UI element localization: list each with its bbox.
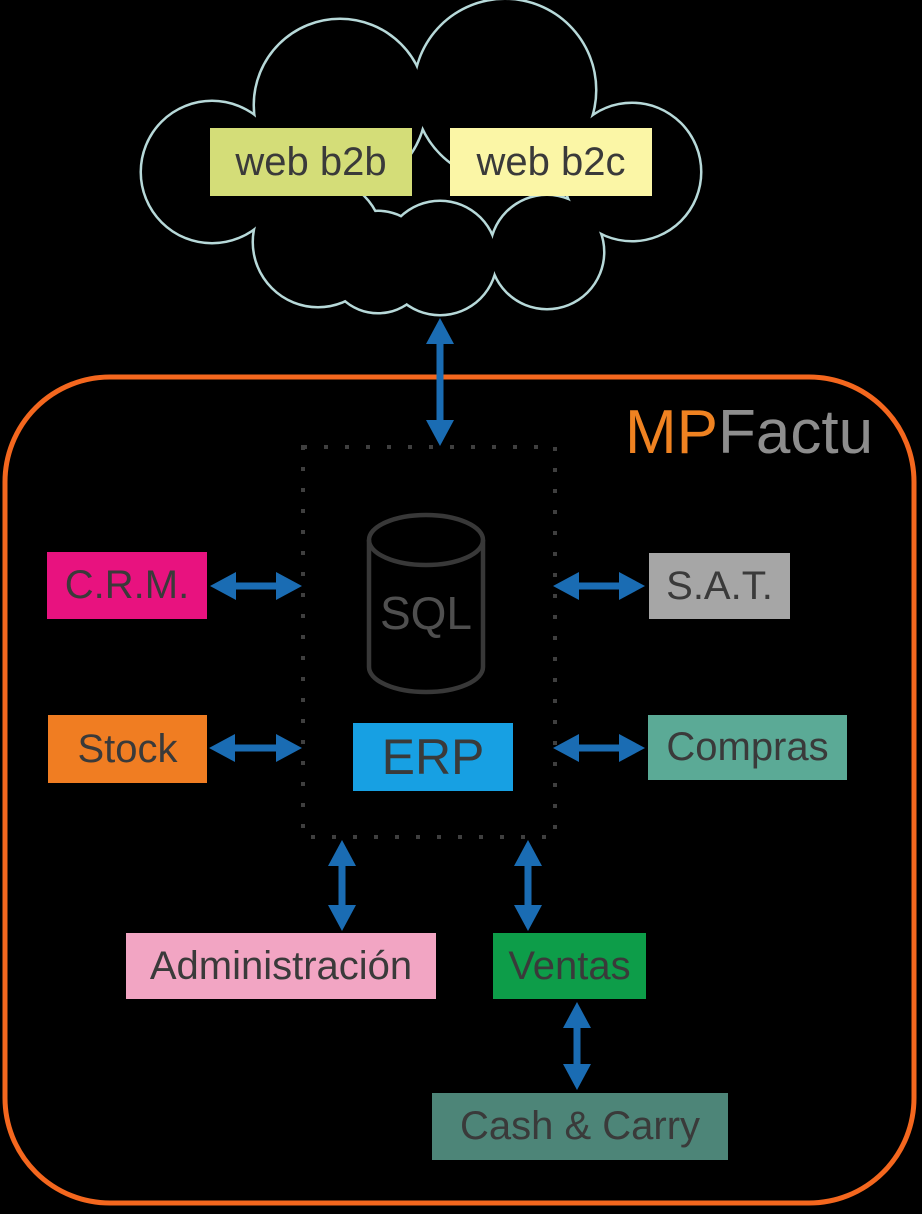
node-label: web b2c [476,139,626,184]
node-administracion: Administración [126,933,436,999]
sql-database-icon [366,512,486,695]
node-cash-carry: Cash & Carry [432,1093,728,1160]
node-web-b2b: web b2b [210,128,412,196]
arrow-sat-core [553,572,645,600]
brand-mp: MP [625,398,718,467]
arrow-compras-core [553,734,645,762]
node-sat: S.A.T. [649,553,790,619]
mpfactu-container-border [2,374,917,1206]
sql-label: SQL [379,587,473,639]
node-ventas: Ventas [493,933,646,999]
arrow-crm-core [210,572,302,600]
arrow-stock-core [209,734,302,762]
arrow-core-administracion [328,840,356,931]
arrow-ventas-cash [563,1002,591,1090]
node-label: web b2b [235,139,387,184]
node-erp: ERP [353,723,513,791]
node-label: ERP [381,729,485,785]
brand-factu: Factu [718,398,874,467]
core-dotted-border [301,445,557,839]
arrow-core-ventas [514,840,542,931]
node-label: Cash & Carry [459,1104,701,1148]
node-compras: Compras [648,715,847,780]
node-label: Ventas [508,943,631,988]
node-label: C.R.M. [64,563,190,607]
node-crm: C.R.M. [47,552,207,619]
node-label: S.A.T. [666,563,773,608]
node-label: Compras [666,725,829,769]
node-stock: Stock [48,715,207,783]
node-label: Stock [77,726,178,771]
brand-title: MPFactu [625,402,873,464]
node-web-b2c: web b2c [450,128,652,196]
arrow-cloud-core [426,318,454,446]
node-label: Administración [149,943,413,988]
